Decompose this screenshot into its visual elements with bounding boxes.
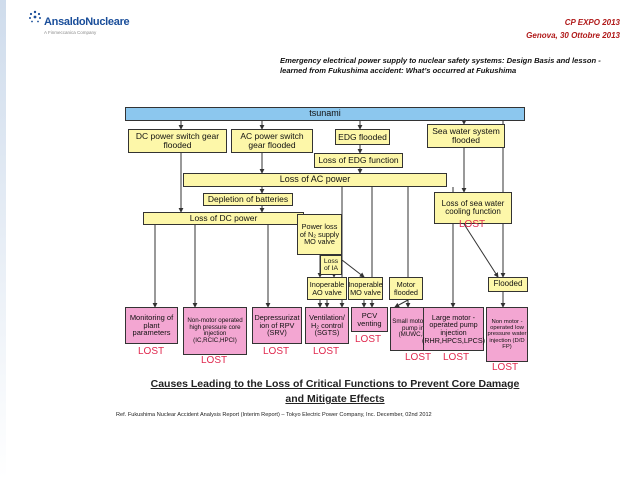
lost-label-lp-injection: LOST bbox=[492, 362, 519, 373]
lost-label-depressurization: LOST bbox=[263, 346, 290, 357]
func-lp-injection: Non motor -operated low pressure water i… bbox=[486, 307, 528, 362]
func-depressurization: Depressurizat ion of RPV (SRV) bbox=[252, 307, 302, 344]
logo-subtext: A Finmeccanica Company bbox=[44, 30, 97, 35]
box-depletion-batteries: Depletion of batteries bbox=[203, 193, 293, 206]
lost-label-hp-injection: LOST bbox=[201, 355, 228, 366]
lost-label-small-pump: LOST bbox=[405, 352, 432, 363]
box-sea-water-flooded: Sea water system flooded bbox=[427, 124, 505, 148]
diagram-caption-line1: Causes Leading to the Loss of Critical F… bbox=[150, 378, 520, 390]
box-ac-switch-flooded: AC power switch gear flooded bbox=[231, 129, 313, 153]
func-monitoring: Monitoring of plant parameters bbox=[125, 307, 178, 344]
func-hp-injection: Non-motor operated high pressure core in… bbox=[183, 307, 247, 355]
event-location-date: Genova, 30 Ottobre 2013 bbox=[526, 31, 620, 40]
func-ventilation: Ventilation/ H₂ control (SGTS) bbox=[305, 307, 349, 344]
lost-label-pcv: LOST bbox=[355, 334, 382, 345]
tsunami-bar: tsunami bbox=[125, 107, 525, 121]
lost-label-sea-cooling: LOST bbox=[459, 219, 486, 230]
box-n2-power-loss: Power loss of N₂ supply MO valve bbox=[297, 214, 342, 255]
left-edge-stripe bbox=[0, 0, 6, 479]
box-loss-ia: Loss of IA bbox=[320, 255, 342, 275]
box-loss-dc: Loss of DC power bbox=[143, 212, 304, 225]
box-loss-sea-cooling: Loss of sea water cooling function bbox=[434, 192, 512, 224]
box-loss-ac: Loss of AC power bbox=[183, 173, 447, 187]
func-pcv-venting: PCV venting bbox=[351, 307, 388, 332]
box-motor-flooded: Motor flooded bbox=[389, 277, 423, 300]
lost-label-monitoring: LOST bbox=[138, 346, 165, 357]
reference-footnote: Ref. Fukushima Nuclear Accident Analysis… bbox=[116, 412, 432, 418]
event-title: CP EXPO 2013 bbox=[564, 18, 620, 27]
box-dc-switch-flooded: DC power switch gear flooded bbox=[128, 129, 227, 153]
lost-label-large-pump: LOST bbox=[443, 352, 470, 363]
box-loss-edg: Loss of EDG function bbox=[314, 153, 403, 168]
logo-mark-icon bbox=[29, 10, 41, 23]
causes-diagram: tsunami DC power switch gear flooded AC … bbox=[123, 105, 528, 410]
logo-text: AnsaldoNucleare bbox=[44, 16, 130, 28]
box-edg-flooded: EDG flooded bbox=[335, 129, 390, 145]
func-large-pump: Large motor -operated pump injection (RH… bbox=[422, 307, 485, 351]
diagram-caption-line2: and Mitigate Effects bbox=[285, 393, 385, 405]
box-inoperable-mo: Inoperable MO valve bbox=[348, 277, 383, 300]
box-flooded: Flooded bbox=[488, 277, 528, 292]
lost-label-ventilation: LOST bbox=[313, 346, 340, 357]
slide-subtitle: Emergency electrical power supply to nuc… bbox=[280, 56, 601, 75]
company-logo: AnsaldoNucleare A Finmeccanica Company bbox=[28, 8, 148, 48]
box-inoperable-ao: Inoperable AO valve bbox=[307, 277, 347, 300]
